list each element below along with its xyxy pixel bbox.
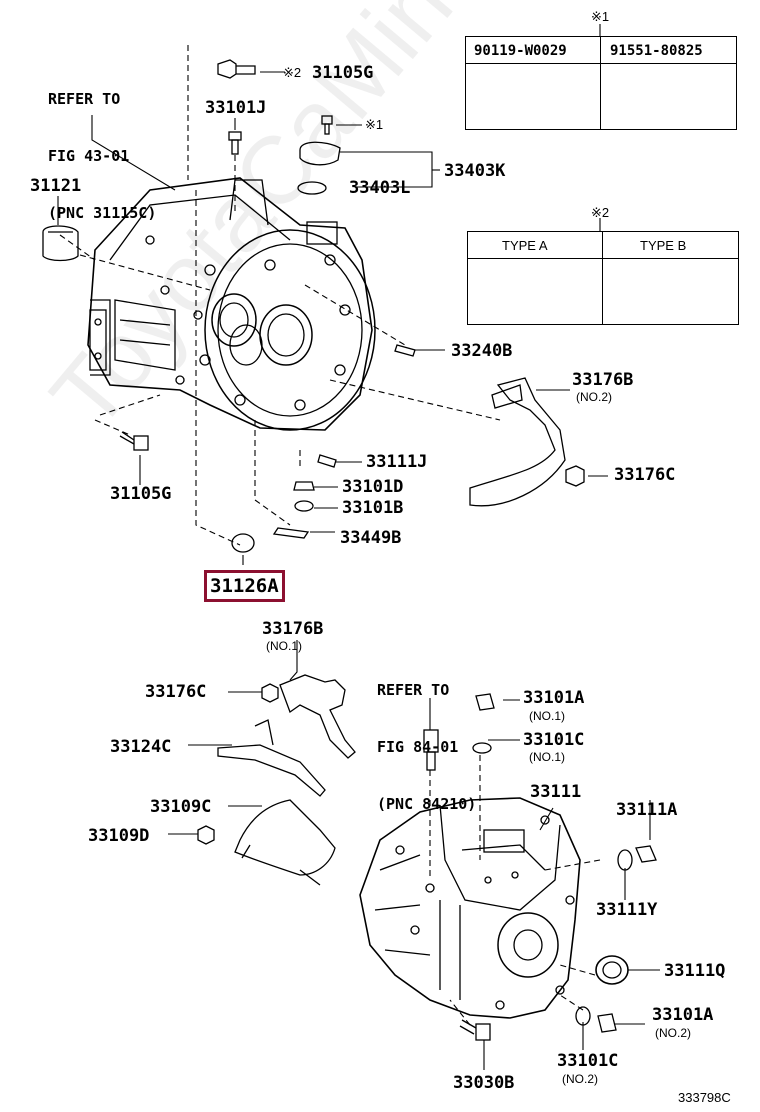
transaxle-housing [87,177,376,431]
part-33101A-no1[interactable]: 33101A [523,688,585,708]
part-33176B-no2-sub: (NO.2) [576,390,612,404]
part-33101D[interactable]: 33101D [342,477,404,497]
refer-fig-84-01: REFER TO FIG 84-01 (PNC 84210) [377,643,476,833]
part-33109C[interactable]: 33109C [150,797,212,817]
bolt-table-2-divider [602,232,603,324]
bolt-table-1-divider [600,37,601,129]
upper-leader-lines [57,71,608,565]
part-33111J[interactable]: 33111J [366,452,428,472]
part-33111A[interactable]: 33111A [616,800,678,820]
part-33101A-no1-sub: (NO.1) [529,709,565,723]
part-33101C-no1-sub: (NO.1) [529,750,565,764]
upper-small-parts [42,59,585,553]
figure-code: 333798C [678,1090,731,1105]
refer-top-line2: FIG 43-01 [48,147,130,165]
part-33176B-no2[interactable]: 33176B [572,370,634,390]
lower-dashed-lines [429,755,601,1026]
part-33403L[interactable]: 33403L [349,178,411,198]
part-33101B[interactable]: 33101B [342,498,404,518]
part-33124C[interactable]: 33124C [110,737,172,757]
part-33101C-no2[interactable]: 33101C [557,1051,619,1071]
bolt-table-1-col2: 91551-80825 [610,43,703,59]
part-33176C-mid[interactable]: 33176C [145,682,207,702]
part-31121[interactable]: 31121 [30,176,82,196]
lower-small-parts [197,674,657,1041]
bolt-table-1-header: 90119-W0029 91551-80825 [466,37,736,64]
bolt-table-2-header: TYPE A TYPE B [468,232,738,259]
refer-top-line3: (PNC 31115C) [48,204,157,222]
part-33176B-no1-sub: (NO.1) [266,639,302,653]
note-ref-1-33403K: ※1 [365,117,384,132]
part-33030B[interactable]: 33030B [453,1073,515,1093]
part-33101C-no1[interactable]: 33101C [523,730,585,750]
part-33403K[interactable]: 33403K [444,161,506,181]
transmission-case [359,797,581,1019]
table2-marker: ※2 [591,205,610,220]
refer-mid-line1: REFER TO [377,681,450,699]
table1-marker: ※1 [591,9,610,24]
bolt-table-2-col1: TYPE A [502,238,548,253]
part-31105G-top[interactable]: 31105G [312,63,374,83]
part-33111[interactable]: 33111 [530,782,582,802]
part-33101A-no2-sub: (NO.2) [655,1026,691,1040]
refer-mid-line2: FIG 84-01 [377,738,459,756]
bolt-table-2-col2: TYPE B [640,238,687,253]
bolt-table-1: 90119-W0029 91551-80825 [465,36,737,130]
part-33111Y[interactable]: 33111Y [596,900,658,920]
refer-mid-line3: (PNC 84210) [377,795,477,813]
part-33240B[interactable]: 33240B [451,341,513,361]
refer-top-line1: REFER TO [48,90,121,108]
part-33111Q[interactable]: 33111Q [664,961,726,981]
part-33101A-no2[interactable]: 33101A [652,1005,714,1025]
part-33101J[interactable]: 33101J [205,98,267,118]
note-ref-2-31105G: ※2 [283,65,302,80]
bolt-table-1-col1: 90119-W0029 [474,43,567,59]
bolt-table-2: TYPE A TYPE B [467,231,739,325]
upper-dashed-lines [59,45,501,546]
part-33109D[interactable]: 33109D [88,826,150,846]
part-31126A-highlight[interactable]: 31126A [204,570,285,602]
part-33176B-no1[interactable]: 33176B [262,619,324,639]
refer-fig-43-01: REFER TO FIG 43-01 (PNC 31115C) [48,52,156,242]
part-33101C-no2-sub: (NO.2) [562,1072,598,1086]
part-33449B[interactable]: 33449B [340,528,402,548]
part-31126A[interactable]: 31126A [210,575,279,597]
part-31105G-bottom[interactable]: 31105G [110,484,172,504]
part-33176C-top[interactable]: 33176C [614,465,676,485]
